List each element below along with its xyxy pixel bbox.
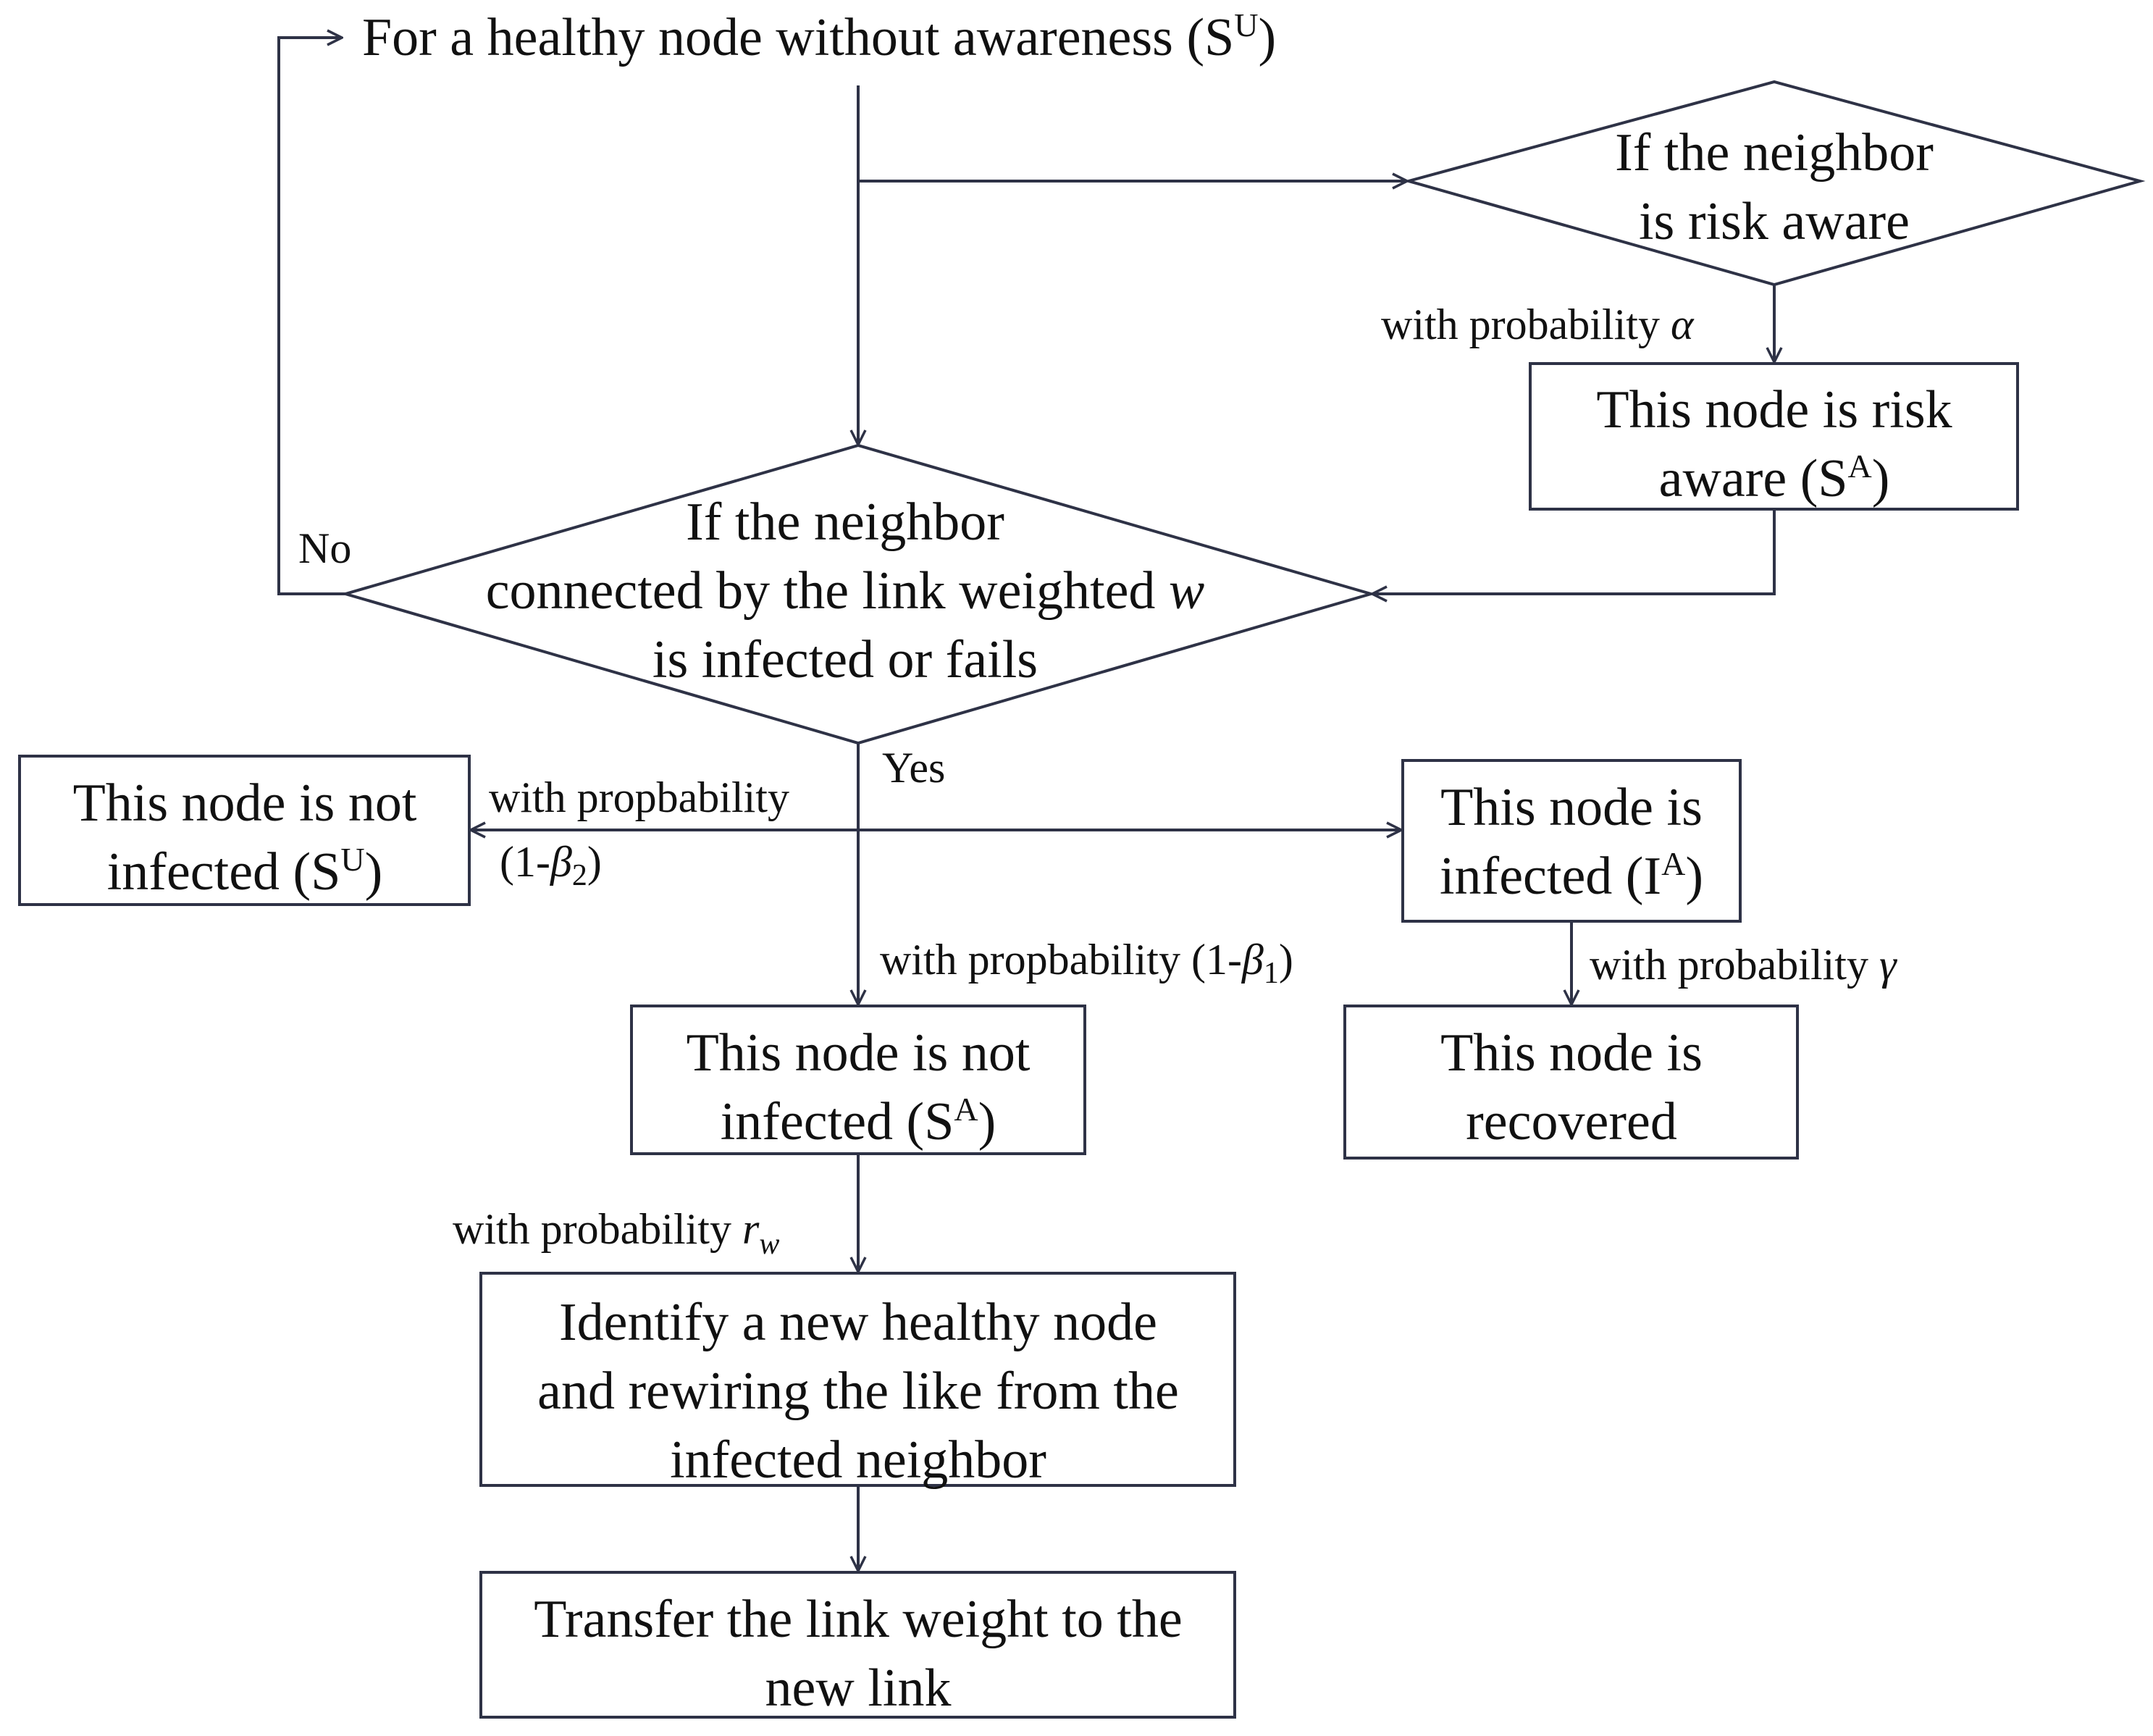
decision-infected-line3: is infected or fails bbox=[652, 630, 1038, 689]
box-risk-aware-line1: This node is risk bbox=[1596, 380, 1952, 440]
label-alpha: with probability α bbox=[1381, 301, 1695, 348]
label-beta1: with propbability (1-β1) bbox=[880, 936, 1293, 990]
box-sa-line2: infected (SA) bbox=[721, 1091, 996, 1152]
box-recovered bbox=[1343, 1005, 1799, 1160]
label-rw: with probability rw bbox=[453, 1205, 779, 1261]
box-transfer-line1: Transfer the link weight to the bbox=[534, 1590, 1182, 1649]
decision-infected-line1: If the neighbor bbox=[686, 492, 1004, 552]
box-ia-line2: infected (IA) bbox=[1440, 845, 1703, 906]
box-risk-aware-line2: aware (SA) bbox=[1659, 448, 1890, 508]
box-rewire-line1: Identify a new healthy node bbox=[559, 1293, 1157, 1352]
box-transfer bbox=[479, 1571, 1236, 1719]
box-transfer-line2: new link bbox=[765, 1659, 952, 1718]
decision-risk-aware bbox=[1403, 80, 2146, 287]
box-recovered-line1: This node is bbox=[1440, 1023, 1703, 1083]
label-yes: Yes bbox=[882, 744, 945, 792]
decision-infected-line2: connected by the link weighted w bbox=[486, 561, 1205, 621]
box-recovered-line2: recovered bbox=[1466, 1092, 1677, 1152]
arrow-risk-aware-back bbox=[1372, 509, 1776, 594]
arrow-no-loop bbox=[277, 38, 345, 595]
label-gamma: with probability γ bbox=[1590, 941, 1897, 989]
decision-aware-line2: is risk aware bbox=[1639, 192, 1910, 251]
box-ia-line1: This node is bbox=[1440, 778, 1703, 837]
label-beta2-line2: (1-β2) bbox=[500, 838, 602, 892]
box-rewire-line2: and rewiring the like from the bbox=[537, 1362, 1179, 1421]
start-label: For a healthy node without awareness (SU… bbox=[362, 7, 1276, 67]
box-sa-line1: This node is not bbox=[687, 1023, 1031, 1083]
label-beta2-line1: with propbability bbox=[489, 773, 789, 821]
decision-aware-line1: If the neighbor bbox=[1615, 123, 1934, 183]
box-su-line2: infected (SU) bbox=[107, 841, 382, 902]
label-no: No bbox=[298, 524, 351, 572]
box-rewire-line3: infected neighbor bbox=[670, 1430, 1046, 1490]
box-su-line1: This node is not bbox=[73, 773, 417, 833]
